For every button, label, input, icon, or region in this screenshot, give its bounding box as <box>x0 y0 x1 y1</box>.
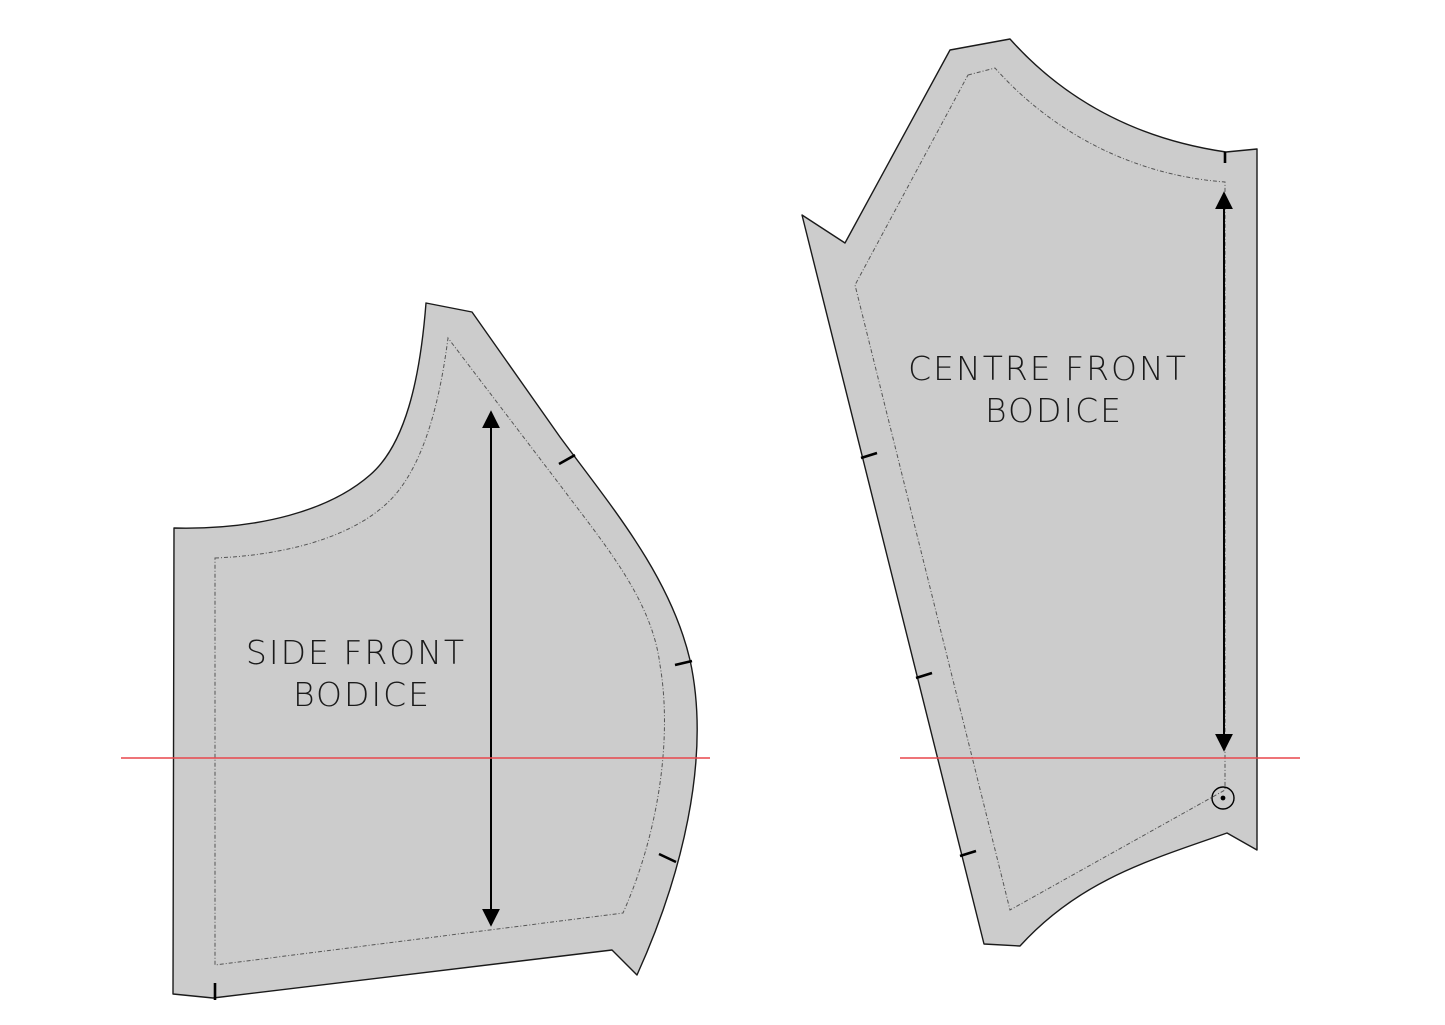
side-front-outline <box>172 302 698 999</box>
centre-front-dart-point-circle <box>1211 786 1235 810</box>
side-front-notch <box>558 453 576 466</box>
centre-front-outline <box>801 38 1258 947</box>
centre-front-notch <box>959 849 977 858</box>
centre-front-notch <box>915 671 933 680</box>
side-front-seam-line <box>214 336 665 966</box>
side-front-label-line2: BODICE <box>293 675 431 714</box>
centre-front-bodice-piece: CENTRE FRONT BODICE <box>801 38 1300 947</box>
centre-front-seam-line <box>854 67 1226 911</box>
side-front-bodice-piece: SIDE FRONT BODICE <box>121 302 710 1000</box>
centre-front-label-line2: BODICE <box>985 391 1123 430</box>
centre-front-dart-point-dot <box>1220 795 1226 801</box>
side-front-notch <box>674 659 693 667</box>
centre-front-label-line1: CENTRE FRONT <box>908 349 1188 388</box>
side-front-label-line1: SIDE FRONT <box>246 633 466 672</box>
centre-front-notch <box>860 451 878 460</box>
side-front-notch <box>658 852 677 864</box>
